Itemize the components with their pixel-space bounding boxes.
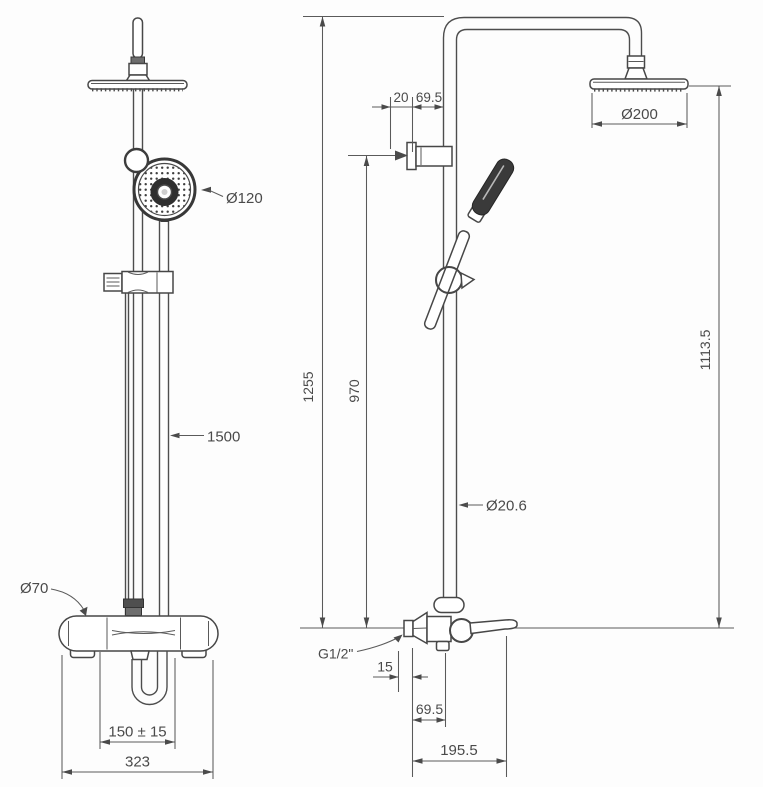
valve-tab xyxy=(435,640,450,652)
dim-g12-label: G1/2" xyxy=(318,646,353,662)
side-view: 20 69.5 Ø200 1255 970 xyxy=(300,15,734,777)
dim-valve-depth: 69.5 xyxy=(412,653,447,727)
head-flare xyxy=(125,74,151,82)
dim-1113-5-label: 1113.5 xyxy=(697,329,713,370)
dim-20-label: 20 xyxy=(393,90,408,105)
dim-1500-label: 1500 xyxy=(207,429,240,446)
dim-spout-reach: 195.5 xyxy=(412,636,508,777)
slider-ring xyxy=(123,147,150,174)
hand-shower-handle xyxy=(423,230,471,330)
head-collar xyxy=(128,62,148,76)
dim-970-label: 970 xyxy=(346,379,362,403)
dim-195-5-label: 195.5 xyxy=(440,742,478,759)
dim-69-5-bottom-label: 69.5 xyxy=(416,701,443,717)
dim-15-label: 15 xyxy=(377,659,393,675)
slide-rail-front xyxy=(124,293,130,618)
dim-hose-length: 1500 xyxy=(170,429,240,446)
dim-69-5-top-label: 69.5 xyxy=(416,90,442,105)
dim-total-height: 1255 xyxy=(300,16,326,628)
valve-lever xyxy=(469,619,518,635)
overhead-shower-side xyxy=(589,78,689,92)
slider-bracket xyxy=(103,270,174,294)
hand-shower-side xyxy=(423,158,515,330)
dim-handle-diameter: Ø70 xyxy=(20,580,88,616)
dim-phi200-label: Ø200 xyxy=(621,106,658,123)
spray-center-ring xyxy=(150,178,179,206)
wall-flange xyxy=(403,619,414,638)
dim-hand-shower-diameter: Ø120 xyxy=(201,186,263,207)
dim-inlet-spacing: 150 ± 15 xyxy=(99,652,176,749)
supply-inlet-arrow xyxy=(348,150,408,161)
hose-loop xyxy=(131,651,168,706)
dim-thread: G1/2" xyxy=(318,634,403,662)
pipe-nut xyxy=(130,56,145,64)
dim-150-label: 150 ± 15 xyxy=(108,724,166,741)
dim-1255-label: 1255 xyxy=(300,371,316,402)
dim-total-width: 323 xyxy=(61,655,214,779)
supply-fitting xyxy=(406,141,453,171)
dim-phi70-label: Ø70 xyxy=(20,580,48,597)
dim-phi120-label: Ø120 xyxy=(226,190,263,207)
hand-shower-head xyxy=(471,158,515,216)
valve-body-side xyxy=(426,615,452,643)
holder-clip xyxy=(460,271,476,290)
dim-wall-offset: 15 xyxy=(373,648,428,777)
upper-union xyxy=(433,596,465,614)
hose-outlet xyxy=(130,650,150,661)
dim-head-height: 1113.5 xyxy=(689,85,731,628)
front-view: Ø120 1500 Ø70 150 ± 15 xyxy=(20,17,263,779)
dim-323-label: 323 xyxy=(125,754,150,771)
hand-shower-front xyxy=(132,157,197,222)
riser-pipe-front xyxy=(132,17,144,601)
mixer-side xyxy=(403,596,518,652)
dim-top-offsets: 20 69.5 xyxy=(372,90,444,152)
shower-arm-connector xyxy=(623,55,649,80)
dim-phi20-6-label: Ø20.6 xyxy=(486,498,527,515)
overhead-shower-front xyxy=(87,79,188,92)
mixer-connector xyxy=(123,598,144,616)
dim-inlet-height: 970 xyxy=(346,155,370,628)
dim-pipe-diameter: Ø20.6 xyxy=(458,498,527,515)
riser-pipe-side xyxy=(442,16,643,598)
dim-head-diameter: Ø200 xyxy=(591,93,688,128)
mixer-body-front xyxy=(58,615,219,652)
